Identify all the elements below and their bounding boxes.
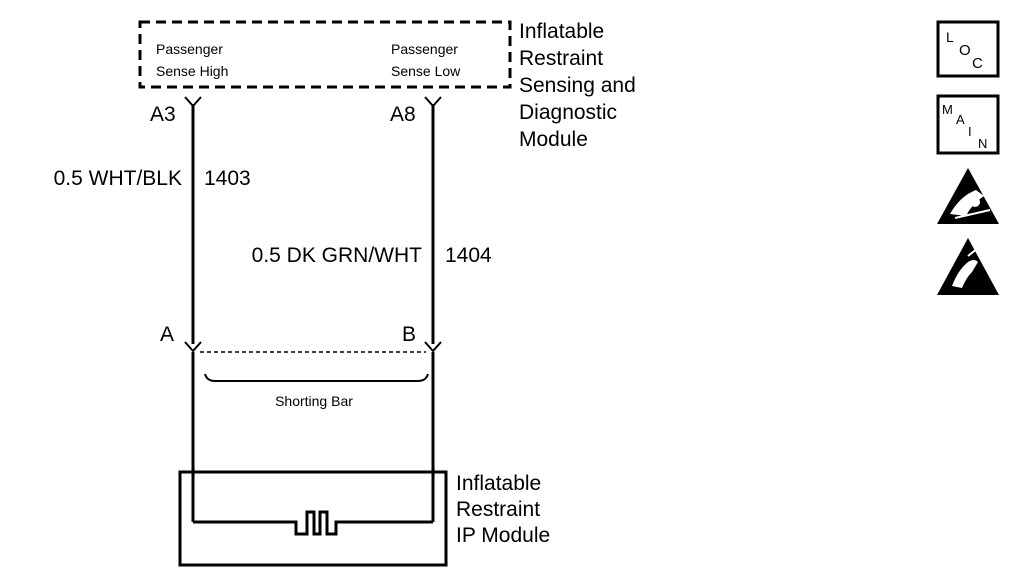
svg-text:N: N [978,136,987,151]
svg-text:C: C [972,55,983,72]
deployment-loop-squib [193,510,433,536]
svg-text:A: A [956,112,965,127]
airbag-warning-icon[interactable] [937,168,999,224]
wire-label-left-color: 0.5 WHT/BLK [54,167,182,190]
wire-label-right-circuit: 1404 [445,244,492,267]
ip-module-name: Inflatable Restraint IP Module [456,472,550,547]
shorting-bar-label: Shorting Bar [275,393,353,409]
loc-icon[interactable]: L O C [936,20,1000,78]
esd-warning-icon[interactable] [937,238,999,295]
pin-label-a: A [160,323,174,346]
svg-text:L: L [946,29,954,45]
svg-text:M: M [942,102,953,117]
wire-label-right-color: 0.5 DK GRN/WHT [252,244,423,267]
svg-text:O: O [959,42,971,59]
terminal-label-sense-high: Passenger Sense High [156,41,228,79]
terminal-label-sense-low: Passenger Sense Low [391,41,462,79]
sdm-module-dashed-box [138,20,512,89]
ip-module-box [178,470,448,567]
pin-label-b: B [402,323,416,346]
pin-label-a8: A8 [390,103,416,126]
svg-text:I: I [968,124,972,139]
main-icon[interactable]: M A I N [936,94,1000,155]
shorting-bar-bracket [204,373,429,382]
connector-chevron-a [184,341,202,353]
sdm-module-name: Inflatable Restraint Sensing and Diagnos… [519,20,642,151]
pin-label-a3: A3 [150,103,176,126]
connector-chevron-b [424,341,442,353]
wire-label-left-circuit: 1403 [204,167,251,190]
